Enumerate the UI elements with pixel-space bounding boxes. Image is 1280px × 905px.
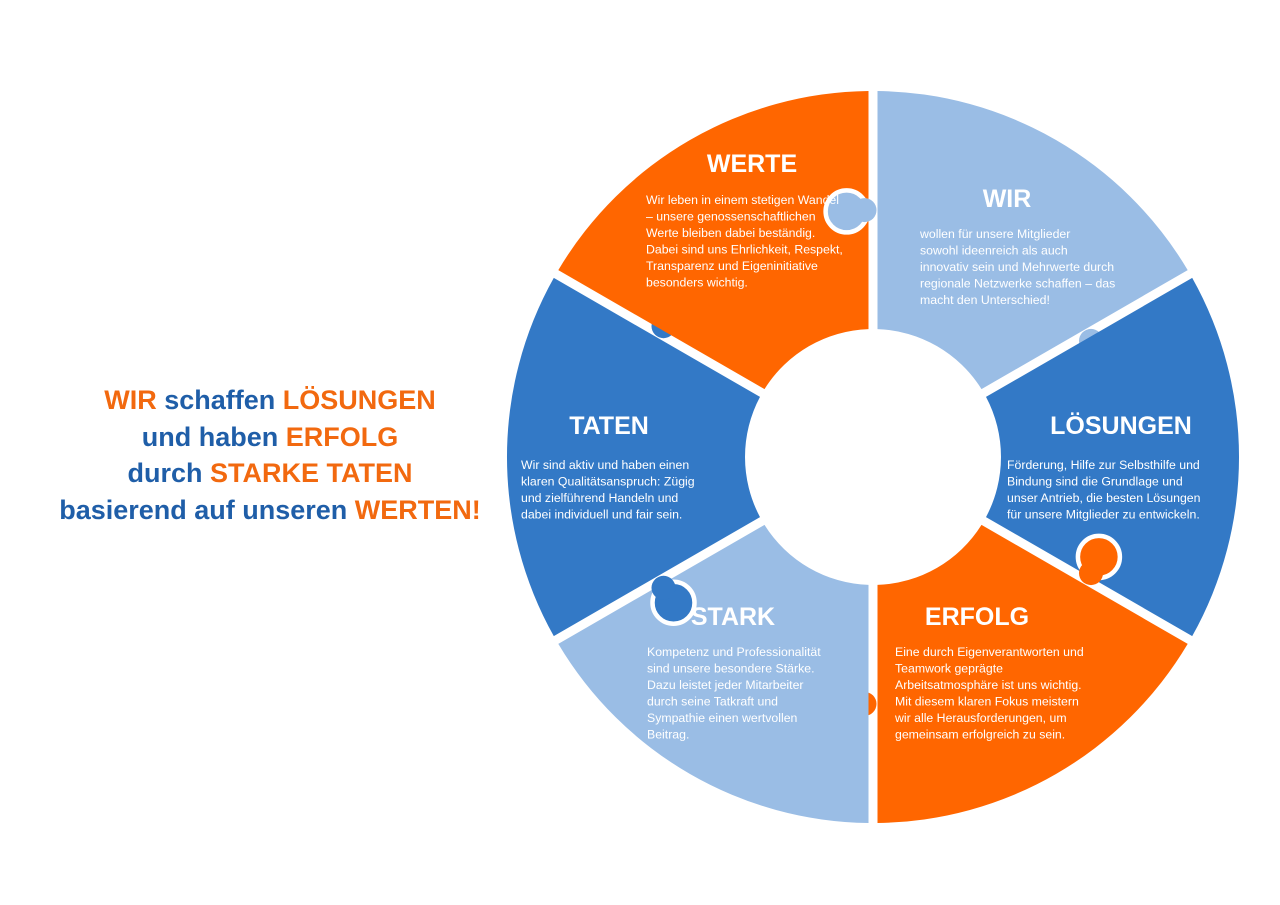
puzzle-tab-neck-loesungen xyxy=(1079,561,1103,586)
piece-werte-title: WERTE xyxy=(707,150,797,178)
piece-labels: WERTE Wir leben in einem stetigen Wandel… xyxy=(521,150,1201,742)
piece-stark-label: STARK Kompetenz und Professionalität sind… xyxy=(647,603,821,742)
text-line: gemeinsam erfolgreich zu sein. xyxy=(895,728,1065,742)
text-line: und zielführend Handeln und xyxy=(521,491,678,505)
piece-taten-title: TATEN xyxy=(569,412,649,440)
text-line: unser Antrieb, die besten Lösungen xyxy=(1007,491,1201,505)
puzzle-piece-stark xyxy=(506,277,760,637)
slogan-line-4: basierend auf unseren WERTEN! xyxy=(59,494,481,525)
text-line: sind unsere besondere Stärke. xyxy=(647,662,814,676)
slogan-line-2: und haben ERFOLG xyxy=(141,421,399,452)
text-line: durch seine Tatkraft und xyxy=(647,695,778,709)
text-line: für unsere Mitglieder zu entwickeln. xyxy=(1007,508,1200,522)
puzzle-tab-neck-stark xyxy=(651,575,676,600)
text-line: besonders wichtig. xyxy=(646,276,748,290)
piece-taten-label: TATEN Wir sind aktiv und haben einen klar… xyxy=(521,412,695,522)
puzzle-piece-werte xyxy=(877,91,1188,390)
piece-loesungen-label: LÖSUNGEN Förderung, Hilfe zur Selbsthilf… xyxy=(1007,411,1201,522)
piece-werte-label: WERTE Wir leben in einem stetigen Wandel… xyxy=(646,150,843,290)
text-line: – unsere genossenschaftlichen xyxy=(646,210,816,224)
text-line: Eine durch Eigenverantworten und xyxy=(895,645,1084,659)
piece-taten-text: Wir sind aktiv und haben einen klaren Qua… xyxy=(521,458,695,522)
puzzle-piece-loesungen xyxy=(877,524,1188,823)
text-line: dabei individuell und fair sein. xyxy=(521,508,682,522)
text-line: Mit diesem klaren Fokus meistern xyxy=(895,695,1079,709)
text-line: Wir sind aktiv und haben einen xyxy=(521,458,689,472)
text-line: Arbeitsatmosphäre ist uns wichtig. xyxy=(895,678,1082,692)
puzzle-piece-erfolg xyxy=(558,524,869,823)
piece-werte-text: Wir leben in einem stetigen Wandel – unse… xyxy=(646,193,843,290)
text-line: regionale Netzwerke schaffen – das xyxy=(920,277,1115,291)
text-line: Bindung sind die Grundlage und xyxy=(1007,475,1183,489)
text-line: wollen für unsere Mitglieder xyxy=(919,227,1070,241)
text-line: Werte bleiben dabei beständig. xyxy=(646,226,815,240)
text-line: Wir leben in einem stetigen Wandel xyxy=(646,193,839,207)
puzzle-piece-taten xyxy=(558,91,869,390)
text-line: Kompetenz und Professionalität xyxy=(647,645,821,659)
text-line: Beitrag. xyxy=(647,728,689,742)
text-line: Transparenz und Eigeninitiative xyxy=(646,259,818,273)
piece-stark-text: Kompetenz und Professionalität sind unser… xyxy=(647,645,821,742)
text-line: Dazu leistet jeder Mitarbeiter xyxy=(647,678,804,692)
piece-loesungen-title: LÖSUNGEN xyxy=(1050,411,1192,440)
puzzle-piece-wir xyxy=(986,277,1240,637)
text-line: macht den Unterschied! xyxy=(920,293,1050,307)
text-line: klaren Qualitätsanspruch: Zügig xyxy=(521,475,695,489)
slogan-line-1: WIR schaffen LÖSUNGEN xyxy=(104,385,436,415)
piece-erfolg-title: ERFOLG xyxy=(925,603,1029,631)
piece-wir-title: WIR xyxy=(983,185,1032,213)
piece-wir-text: wollen für unsere Mitglieder sowohl ideen… xyxy=(919,227,1115,307)
text-line: sowohl ideenreich als auch xyxy=(920,244,1068,258)
text-line: Teamwork geprägte xyxy=(895,662,1003,676)
slogan-line-3: durch STARKE TATEN xyxy=(127,458,413,488)
text-line: wir alle Herausforderungen, um xyxy=(894,711,1067,725)
text-line: Förderung, Hilfe zur Selbsthilfe und xyxy=(1007,458,1200,472)
puzzle-tab-neck-werte xyxy=(852,198,877,223)
text-line: Sympathie einen wertvollen xyxy=(647,711,798,725)
slogan: WIR schaffen LÖSUNGEN und haben ERFOLG d… xyxy=(20,382,520,528)
piece-wir-label: WIR wollen für unsere Mitglieder sowohl i… xyxy=(919,185,1115,307)
piece-stark-title: STARK xyxy=(691,603,775,631)
text-line: innovativ sein und Mehrwerte durch xyxy=(920,260,1114,274)
text-line: Dabei sind uns Ehrlichkeit, Respekt, xyxy=(646,243,843,257)
puzzle-pieces xyxy=(506,91,1240,823)
